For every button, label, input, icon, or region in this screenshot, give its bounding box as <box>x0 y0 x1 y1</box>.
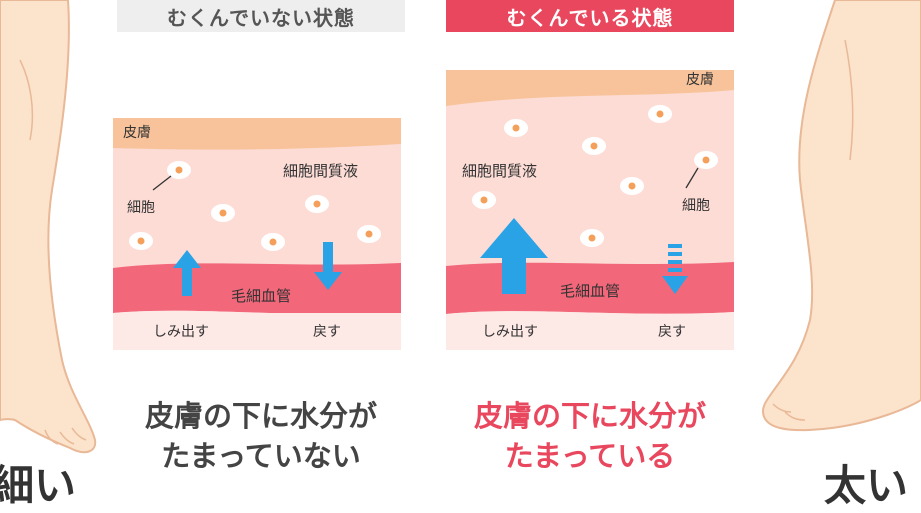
skin-layer <box>446 60 734 106</box>
normal-state-diagram: 皮膚 細胞 細胞間質液 毛細血管 しみ出す 戻す <box>113 118 401 350</box>
swollen-state-label: むくんでいる状態 <box>446 0 734 32</box>
return-label: 戻す <box>658 324 686 340</box>
swollen-state-caption: 皮膚の下に水分が たまっている <box>437 396 743 476</box>
normal-caption-line2: たまっていない <box>161 439 361 473</box>
return-arrow <box>662 244 688 294</box>
cell-label: 細胞 <box>682 198 710 214</box>
return-arrow <box>314 242 342 290</box>
thick-leg-label: 太い <box>824 461 909 510</box>
seep-out-label: しみ出す <box>153 324 209 340</box>
skin-layer <box>113 118 401 150</box>
interstitial-fluid-label: 細胞間質液 <box>462 162 537 180</box>
return-label: 戻す <box>313 324 341 340</box>
swollen-state-diagram: 皮膚 細胞間質液 細胞 毛細血管 しみ出す 戻す <box>446 56 734 350</box>
swollen-caption-line2: たまっている <box>504 439 676 473</box>
capillary-label: 毛細血管 <box>231 287 291 305</box>
interstitial-fluid-label: 細胞間質液 <box>283 162 358 180</box>
normal-state-label: むくんでいない状態 <box>117 0 405 32</box>
seep-out-label: しみ出す <box>482 324 538 340</box>
seep-out-arrow <box>480 218 548 294</box>
cell-group <box>472 105 718 247</box>
seep-out-arrow <box>173 250 201 296</box>
skin-label: 皮膚 <box>686 72 714 88</box>
cell-group <box>129 161 381 251</box>
swollen-caption-line1: 皮膚の下に水分が <box>473 399 706 433</box>
skin-label: 皮膚 <box>123 125 151 141</box>
capillary-label: 毛細血管 <box>560 282 620 300</box>
thick-leg-illustration <box>762 0 921 432</box>
normal-caption-line1: 皮膚の下に水分が <box>144 399 377 433</box>
thin-leg-label: 細い <box>0 461 77 510</box>
normal-state-caption: 皮膚の下に水分が たまっていない <box>108 396 414 476</box>
thin-leg-illustration <box>0 0 97 454</box>
cell-label: 細胞 <box>127 200 155 216</box>
